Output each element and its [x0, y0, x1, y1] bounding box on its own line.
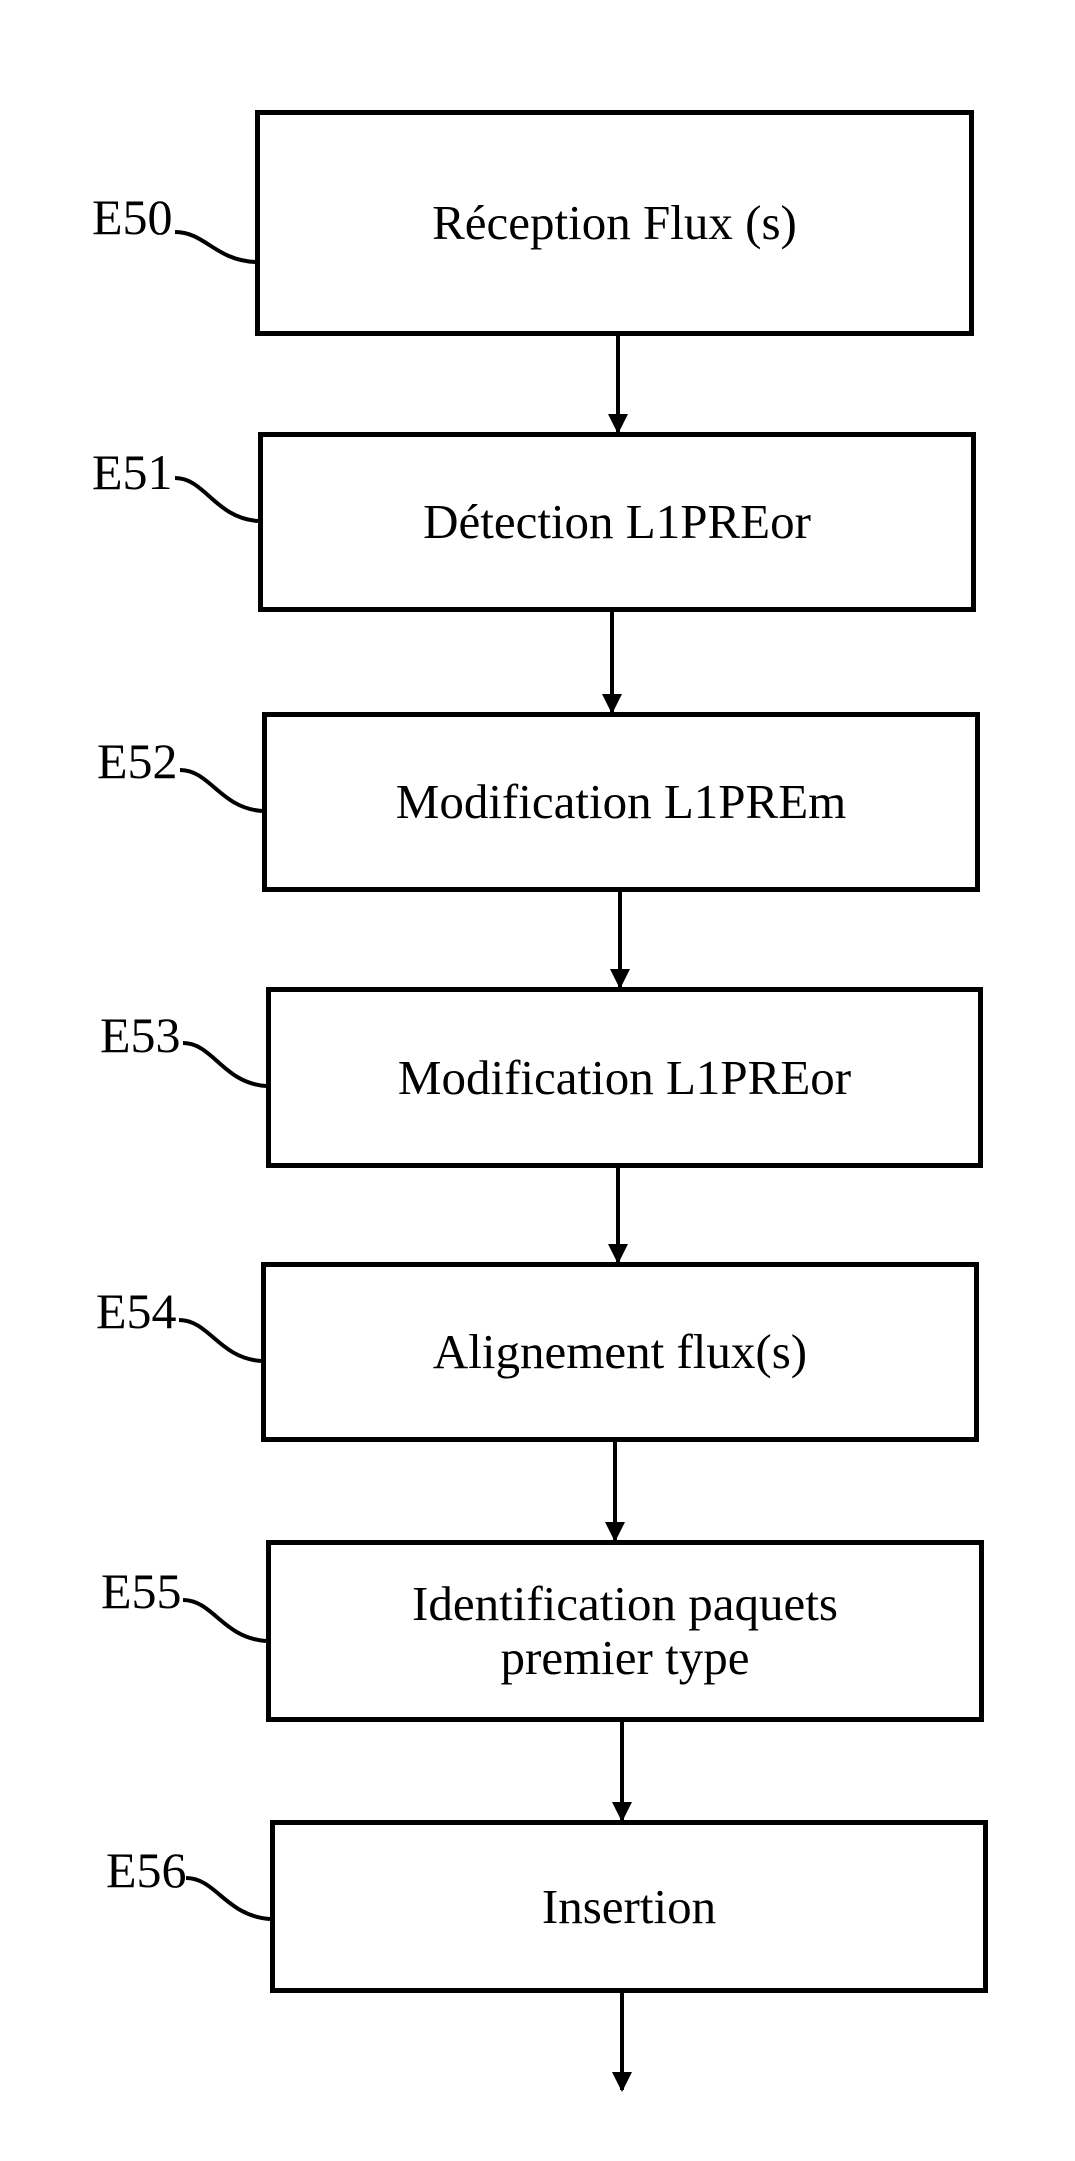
leader-e54 — [179, 1320, 261, 1361]
step-id-e53: E53 — [100, 1010, 181, 1060]
step-id-e55: E55 — [101, 1566, 182, 1616]
step-box-e56: Insertion — [270, 1820, 988, 1993]
step-box-e53: Modification L1PREor — [266, 987, 983, 1168]
step-label-e52: Modification L1PREm — [396, 775, 847, 829]
step-id-e52: E52 — [97, 736, 178, 786]
step-label-e53: Modification L1PREor — [398, 1051, 851, 1105]
leader-e56 — [186, 1878, 270, 1919]
leader-e51 — [175, 478, 258, 521]
leader-e52 — [180, 770, 262, 811]
step-label-e56: Insertion — [542, 1880, 716, 1934]
leader-e53 — [183, 1043, 266, 1086]
step-label-e54: Alignement flux(s) — [433, 1325, 807, 1379]
step-label-e50: Réception Flux (s) — [432, 196, 797, 250]
step-box-e54: Alignement flux(s) — [261, 1262, 979, 1442]
step-box-e55: Identification paquets premier type — [266, 1540, 984, 1722]
step-id-e51: E51 — [92, 447, 173, 497]
step-id-e54: E54 — [96, 1286, 177, 1336]
step-box-e52: Modification L1PREm — [262, 712, 980, 892]
leader-e50 — [175, 232, 255, 262]
step-box-e51: Détection L1PREor — [258, 432, 976, 612]
step-id-e50: E50 — [92, 192, 173, 242]
step-label-e55: Identification paquets premier type — [412, 1577, 838, 1685]
step-box-e50: Réception Flux (s) — [255, 110, 974, 336]
step-label-e51: Détection L1PREor — [423, 495, 811, 549]
leader-e55 — [183, 1600, 266, 1641]
step-id-e56: E56 — [106, 1845, 187, 1895]
